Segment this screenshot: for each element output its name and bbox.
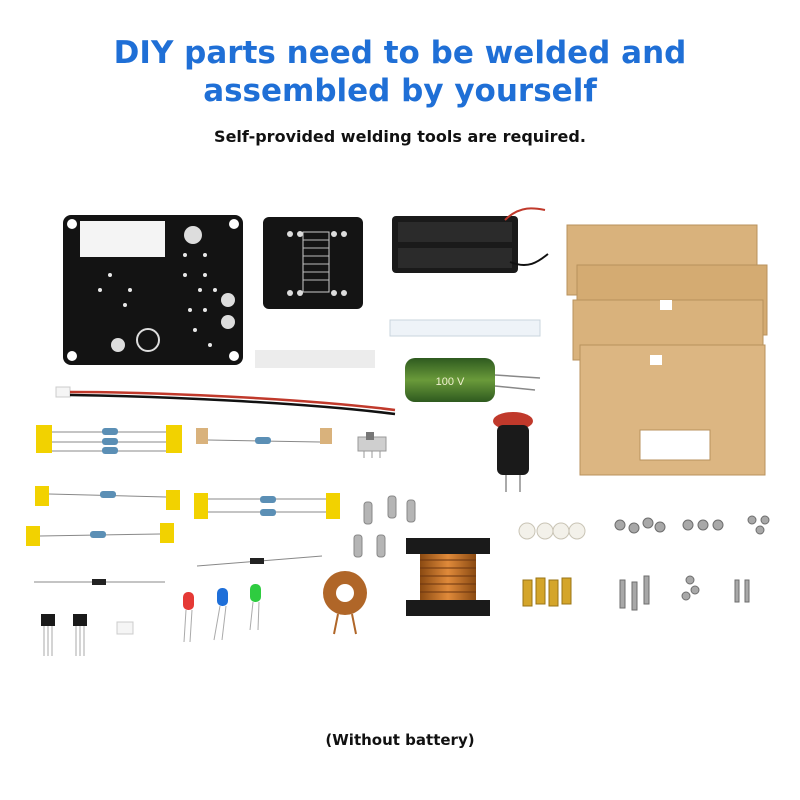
- transistor-1: [41, 614, 55, 656]
- capacitor-label: 100 V: [436, 376, 465, 388]
- slide-switch: [357, 432, 387, 458]
- acrylic-case-panels: [566, 224, 768, 476]
- push-button: [493, 412, 533, 492]
- led-blue: [213, 588, 228, 641]
- resistor-strip-5: [26, 523, 174, 546]
- electrolytic-capacitor: 100 V: [405, 358, 541, 402]
- nuts-and-screws: [614, 515, 770, 611]
- diode-1: [34, 579, 165, 585]
- battery-holder: [392, 207, 549, 273]
- metal-pins: [353, 495, 416, 558]
- acrylic-rod: [389, 319, 541, 337]
- diode-2: [196, 555, 323, 567]
- resistor-strip-4: [194, 493, 340, 519]
- subtitle: Self-provided welding tools are required…: [214, 127, 586, 146]
- coil-pcb: [263, 217, 363, 309]
- headline-line-2: assembled by yourself: [203, 73, 597, 109]
- main-pcb: [63, 215, 243, 365]
- label-strip: [255, 350, 375, 368]
- brass-standoffs: [522, 577, 572, 607]
- transistor-2: [73, 614, 87, 656]
- resistor-strip-1: [36, 425, 182, 454]
- resistor-strip-2: [196, 428, 332, 444]
- led-green: [249, 584, 261, 631]
- led-red: [183, 592, 194, 643]
- toroid-inductor: [323, 571, 367, 635]
- nylon-washers: [518, 522, 586, 540]
- footer-note: (Without battery): [325, 731, 475, 749]
- headline-line-1: DIY parts need to be welded and: [113, 35, 687, 71]
- resistor-strip-3: [35, 486, 180, 510]
- headline: DIY parts need to be welded and assemble…: [0, 34, 800, 110]
- transformer: [406, 538, 490, 616]
- wire-connector: [55, 386, 396, 416]
- pin-header: [116, 621, 134, 635]
